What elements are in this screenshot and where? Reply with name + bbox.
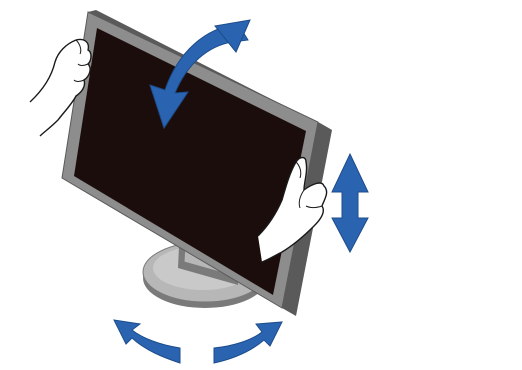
height-arrow-icon: [332, 154, 368, 252]
swivel-arrow-icon: [114, 320, 282, 363]
